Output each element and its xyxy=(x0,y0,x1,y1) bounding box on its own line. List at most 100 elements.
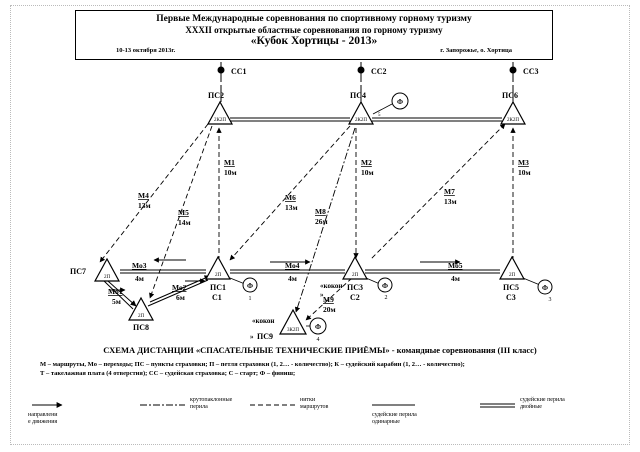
svg-text:1: 1 xyxy=(249,296,252,302)
stage-mo4: Мо4 xyxy=(285,261,300,270)
label-ps6: ПС6 xyxy=(502,91,518,100)
svg-text:2: 2 xyxy=(385,295,388,301)
finish-circle-3: Ф 3 xyxy=(522,277,553,303)
svg-text:2П: 2П xyxy=(138,314,145,319)
stage-mo5-length: 4м xyxy=(451,274,460,283)
stage-mo4-length: 4м xyxy=(288,274,297,283)
triangle-ps8: 2П xyxy=(127,296,155,321)
stage-m1-length: 10м xyxy=(224,168,237,177)
svg-text:2К2П: 2К2П xyxy=(214,118,226,123)
label-ss1: СС1 xyxy=(231,67,247,76)
abbreviations: М – маршруты, Мо – переходы; ПС – пункты… xyxy=(40,360,620,378)
stage-mo5: Мо5 xyxy=(448,261,463,270)
header-line1: Первые Международные соревнования по спо… xyxy=(156,14,472,24)
finish-circle-4: Ф 4 xyxy=(306,317,327,343)
abbreviations-line1: М – маршруты, Мо – переходы; ПС – пункты… xyxy=(40,361,465,368)
stage-m4: М4 xyxy=(138,191,149,200)
header-place: г. Запорожье, о. Хортица xyxy=(440,47,512,54)
stage-mo1: Мо1 xyxy=(108,287,123,296)
route-m9 xyxy=(305,277,353,321)
judge-belay-ss1 xyxy=(217,62,225,82)
label-ps3: ПС3 xyxy=(347,283,363,292)
legend-double-railing: судейские перила двойные xyxy=(520,397,565,410)
stage-m3: М3 xyxy=(518,158,529,167)
svg-text:4: 4 xyxy=(317,337,320,343)
label-kokon-1b: » xyxy=(320,291,324,299)
legend-direction: направлени е движения xyxy=(28,412,58,425)
stage-m5-length: 14м xyxy=(178,218,191,227)
stage-mo1-length: 5м xyxy=(112,297,121,306)
svg-text:Ф: Ф xyxy=(247,282,253,290)
header-box: Первые Международные соревнования по спо… xyxy=(75,10,553,60)
triangle-ps1: 2П xyxy=(204,255,232,280)
route-m8 xyxy=(294,127,356,313)
svg-text:Ф: Ф xyxy=(397,98,403,106)
label-ps1: ПС1 xyxy=(210,283,226,292)
stage-mo3-length: 4м xyxy=(135,274,144,283)
label-kokon-2b: » xyxy=(250,333,254,341)
stage-mo3: Мо3 xyxy=(132,261,147,270)
stage-m8-length: 26м xyxy=(315,217,328,226)
stage-m4-length: 13м xyxy=(138,201,151,210)
legend-single-railing: судейские перила одинарные xyxy=(372,412,417,425)
label-ss3: СС3 xyxy=(523,67,539,76)
routes-vertical xyxy=(216,127,516,259)
stage-m2: М2 xyxy=(361,158,372,167)
stage-m8: М8 xyxy=(315,207,326,216)
label-c1: С1 xyxy=(212,293,222,302)
page-frame xyxy=(10,5,630,445)
label-ps7: ПС7 xyxy=(70,267,86,276)
legend-steep-railing: крутопаклонные перила xyxy=(190,397,233,410)
routes-diagonal xyxy=(99,123,506,299)
triangle-ps2: 2К2П xyxy=(206,100,234,125)
label-kokon-2: «кокон xyxy=(252,317,274,325)
stage-m5: М5 xyxy=(178,208,189,217)
finish-circle-5: Ф 5 xyxy=(372,92,409,118)
svg-text:2К2П: 2К2П xyxy=(507,118,519,123)
label-ps2: ПС2 xyxy=(208,91,224,100)
triangle-ps7: 2П xyxy=(93,257,121,282)
stage-m7: М7 xyxy=(444,187,455,196)
stage-m6-length: 13м xyxy=(285,203,298,212)
label-ps8: ПС8 xyxy=(133,323,149,332)
svg-text:2К2П: 2К2П xyxy=(355,118,367,123)
svg-text:3К2П: 3К2П xyxy=(287,328,299,333)
label-c2: С2 xyxy=(350,293,360,302)
label-ps9: ПС9 xyxy=(257,332,273,341)
stage-m1: М1 xyxy=(224,158,235,167)
triangle-ps6: 2К2П xyxy=(499,100,527,125)
judge-belay-ss3 xyxy=(509,62,517,82)
svg-text:Ф: Ф xyxy=(315,323,321,331)
triangle-ps5: 2П xyxy=(498,255,526,280)
header-line2: XXXII открытые областные соревнования по… xyxy=(185,25,443,35)
svg-text:2П: 2П xyxy=(352,273,359,278)
legend-route-threads: нитки маршрутов xyxy=(300,397,329,410)
header-line3: «Кубок Хортицы - 2013» xyxy=(250,35,378,47)
svg-text:5: 5 xyxy=(378,113,381,118)
svg-text:Ф: Ф xyxy=(382,282,388,290)
label-ps4: ПС4 xyxy=(350,91,366,100)
stage-m9-length: 20м xyxy=(323,305,336,314)
label-kokon-1: «кокон xyxy=(320,282,342,290)
judge-belay-ss2 xyxy=(357,62,365,82)
scheme-title: СХЕМА ДИСТАНЦИИ «СПАСАТЕЛЬНЫЕ ТЕХНИЧЕСКИ… xyxy=(103,345,537,355)
bottom-double-railing xyxy=(120,269,500,274)
triangle-ps4: 2К2П xyxy=(347,100,375,125)
stage-m2-length: 10м xyxy=(361,168,374,177)
finish-circle-1: Ф 1 xyxy=(229,277,258,302)
stage-m6: М6 xyxy=(285,193,296,202)
stage-m3-length: 10м xyxy=(518,168,531,177)
svg-text:3: 3 xyxy=(549,297,552,303)
label-c3: С3 xyxy=(506,293,516,302)
abbreviations-line2: Т – такелажная плата (4 отверстия); СС –… xyxy=(40,370,296,377)
stage-m9: М9 xyxy=(323,295,334,304)
stage-mo2-length: 6м xyxy=(176,293,185,302)
top-double-railing xyxy=(230,117,502,122)
label-ps5: ПС5 xyxy=(503,283,519,292)
svg-text:Ф: Ф xyxy=(542,284,548,292)
svg-text:2П: 2П xyxy=(509,273,516,278)
svg-text:2П: 2П xyxy=(104,275,111,280)
header-dates: 10-13 октября 2013г. xyxy=(116,47,176,54)
stage-m7-length: 13м xyxy=(444,197,457,206)
